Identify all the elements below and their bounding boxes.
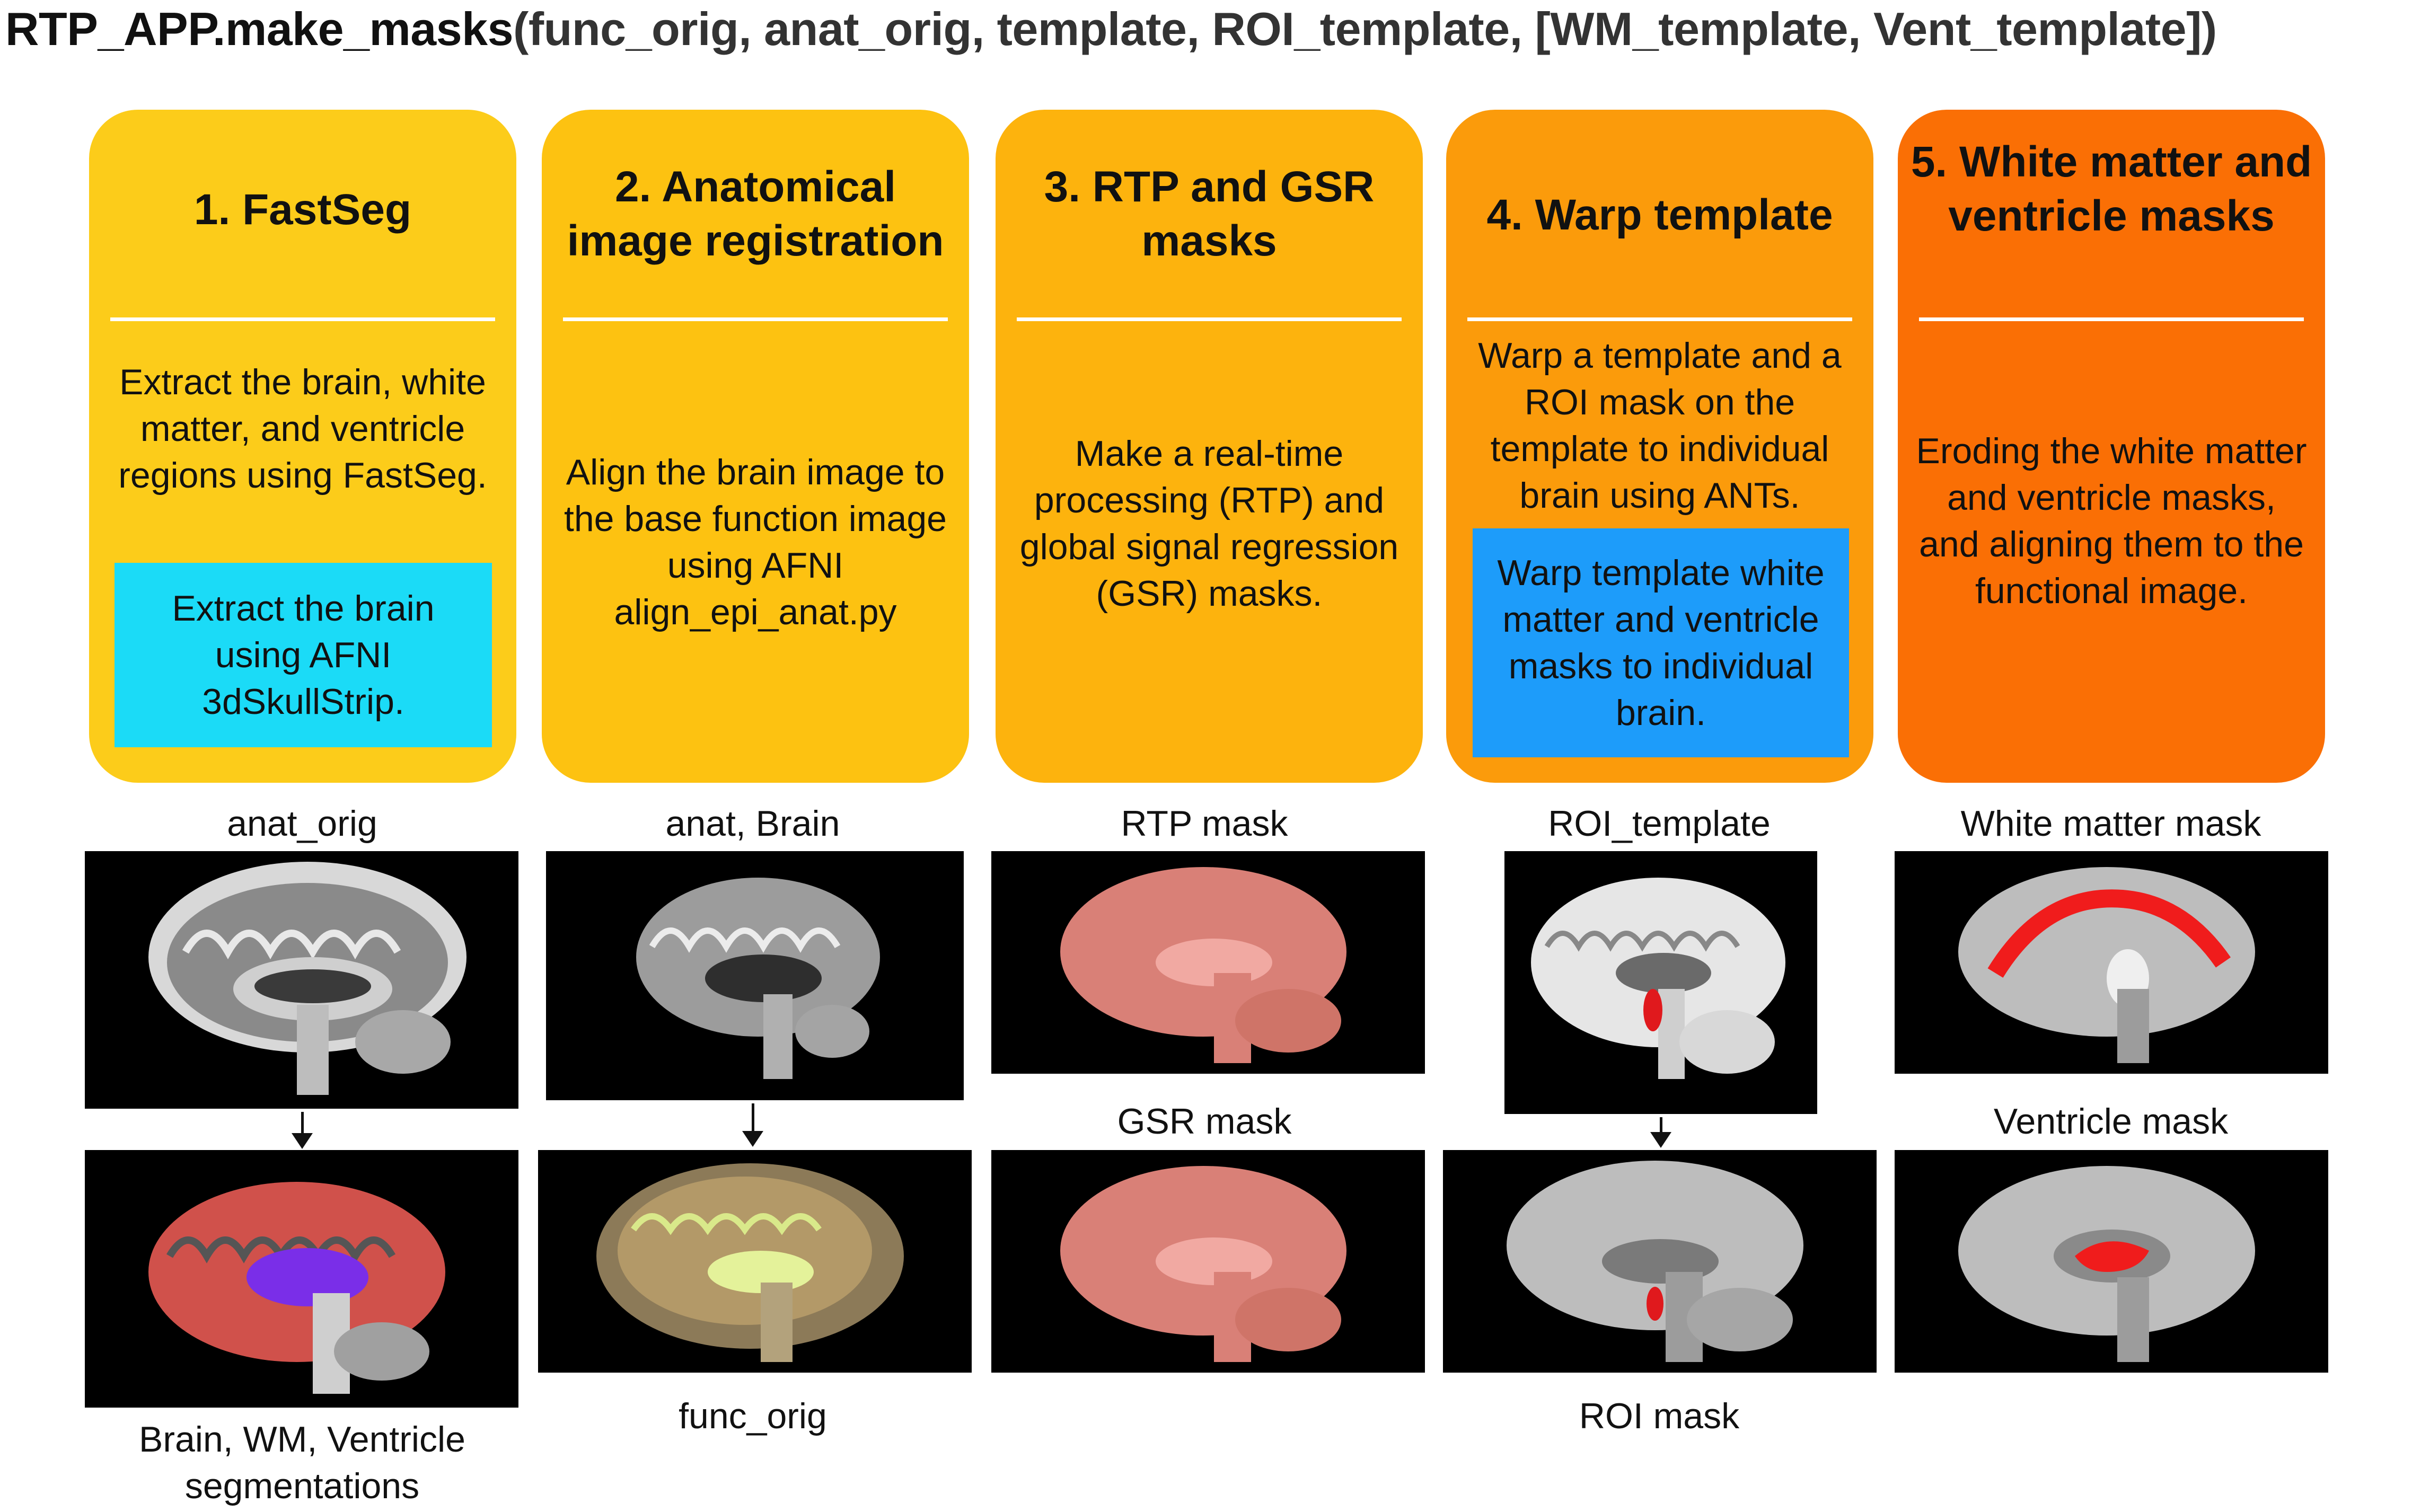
wm-mask-brain-graphic bbox=[1958, 867, 2255, 1063]
ventricle-mask-label: Ventricle mask bbox=[1993, 1101, 2229, 1142]
step-1-divider bbox=[110, 317, 495, 321]
gsr-mask-label: GSR mask bbox=[1117, 1101, 1292, 1142]
arrow-down-icon bbox=[742, 1103, 763, 1147]
func-overlay-brain-graphic bbox=[596, 1163, 904, 1362]
func-orig-image bbox=[538, 1150, 972, 1373]
step-3-box: 3. RTP and GSR masks Make a real-time pr… bbox=[996, 110, 1423, 783]
step-2-title: 2. Anatomical image registration bbox=[567, 163, 944, 265]
step-5-box: 5. White matter and ventricle masks Erod… bbox=[1898, 110, 2325, 783]
rtp-mask-brain-graphic bbox=[1060, 867, 1346, 1063]
anat-orig-label: anat_orig bbox=[227, 803, 377, 844]
gsr-mask-brain-graphic bbox=[1060, 1166, 1346, 1362]
roi-mask-brain-graphic bbox=[1507, 1161, 1803, 1362]
func-orig-label: func_orig bbox=[679, 1396, 827, 1436]
rtp-mask-image bbox=[991, 851, 1425, 1074]
roi-template-image bbox=[1504, 851, 1817, 1114]
function-name: RTP_APP.make_masks bbox=[5, 3, 514, 55]
roi-mask-image bbox=[1443, 1150, 1877, 1373]
skull-stripped-brain-graphic bbox=[636, 878, 880, 1079]
segmentation-image bbox=[85, 1150, 518, 1408]
step-4-description: Warp a template and a ROI mask on the te… bbox=[1478, 335, 1842, 516]
step-2-box: 2. Anatomical image registration Align t… bbox=[542, 110, 969, 783]
step-5-description: Eroding the white matter and ventricle m… bbox=[1916, 431, 2307, 611]
step-1-callout: Extract the brain using AFNI 3dSkullStri… bbox=[115, 563, 492, 747]
page-title: RTP_APP.make_masks(func_orig, anat_orig,… bbox=[5, 0, 2217, 58]
step-2-description: Align the brain image to the base functi… bbox=[564, 452, 947, 632]
step-4-title: 4. Warp template bbox=[1486, 191, 1833, 239]
step-4-callout: Warp template white matter and ventricle… bbox=[1473, 528, 1849, 757]
step-1-box: 1. FastSeg Extract the brain, white matt… bbox=[89, 110, 516, 783]
gsr-mask-image bbox=[991, 1150, 1425, 1373]
anat-orig-image bbox=[85, 851, 518, 1109]
anat-brain-label: anat, Brain bbox=[665, 803, 840, 844]
step-4-box: 4. Warp template Warp a template and a R… bbox=[1446, 110, 1873, 783]
ventricle-mask-brain-graphic bbox=[1958, 1166, 2255, 1362]
roi-template-label: ROI_template bbox=[1548, 803, 1771, 844]
step-3-description: Make a real-time processing (RTP) and gl… bbox=[1019, 434, 1399, 614]
step-2-divider bbox=[563, 317, 948, 321]
template-brain-graphic bbox=[1531, 878, 1785, 1079]
wm-mask-label: White matter mask bbox=[1960, 803, 2261, 844]
ventricle-mask-image bbox=[1895, 1150, 2328, 1373]
roi-mask-label: ROI mask bbox=[1579, 1396, 1740, 1436]
segmentation-label: Brain, WM, Ventricle segmentations bbox=[139, 1419, 465, 1506]
arrow-down-icon bbox=[1650, 1117, 1671, 1148]
step-5-divider bbox=[1919, 317, 2304, 321]
wm-mask-image bbox=[1895, 851, 2328, 1074]
rtp-mask-label: RTP mask bbox=[1121, 803, 1288, 844]
step-5-title: 5. White matter and ventricle masks bbox=[1911, 138, 2312, 240]
anat-brain-image bbox=[546, 851, 964, 1100]
step-3-title: 3. RTP and GSR masks bbox=[1044, 163, 1375, 265]
anat-orig-brain-graphic bbox=[148, 862, 466, 1095]
step-1-description: Extract the brain, white matter, and ven… bbox=[118, 362, 487, 496]
arrow-down-icon bbox=[292, 1112, 313, 1149]
function-args: (func_orig, anat_orig, template, ROI_tem… bbox=[513, 3, 2217, 55]
step-1-title: 1. FastSeg bbox=[193, 185, 412, 234]
step-3-divider bbox=[1017, 317, 1402, 321]
step-4-divider bbox=[1467, 317, 1852, 321]
segmentation-brain-graphic bbox=[148, 1182, 445, 1394]
